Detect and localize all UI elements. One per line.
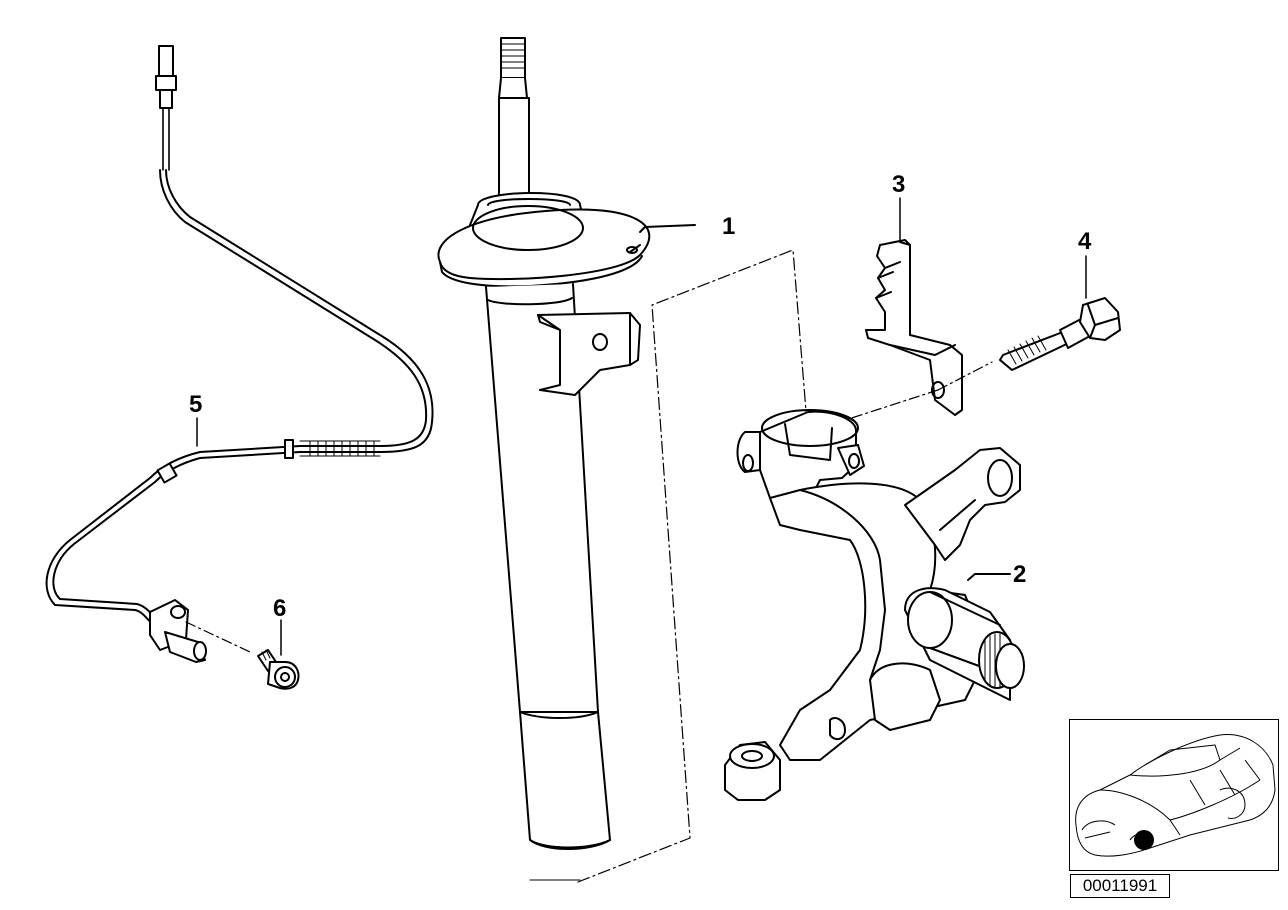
strut-assembly-icon	[437, 37, 809, 883]
callout-3: 3	[892, 171, 906, 198]
car-locator-inset	[1069, 719, 1279, 871]
abs-sensor-cable-icon	[45, 45, 434, 663]
bracket-icon	[829, 239, 993, 426]
callout-4: 4	[1078, 228, 1092, 255]
diagram-number: 00011991	[1070, 874, 1170, 898]
hex-bolt-icon	[999, 297, 1121, 371]
callout-2: 2	[1013, 561, 1027, 588]
steering-knuckle-icon	[724, 409, 1025, 801]
location-marker	[1134, 830, 1154, 850]
callout-1: 1	[722, 213, 736, 240]
car-locator-icon	[1075, 734, 1276, 857]
callout-6: 6	[273, 595, 287, 622]
callout-5: 5	[189, 391, 203, 418]
allen-screw-icon	[257, 649, 300, 690]
